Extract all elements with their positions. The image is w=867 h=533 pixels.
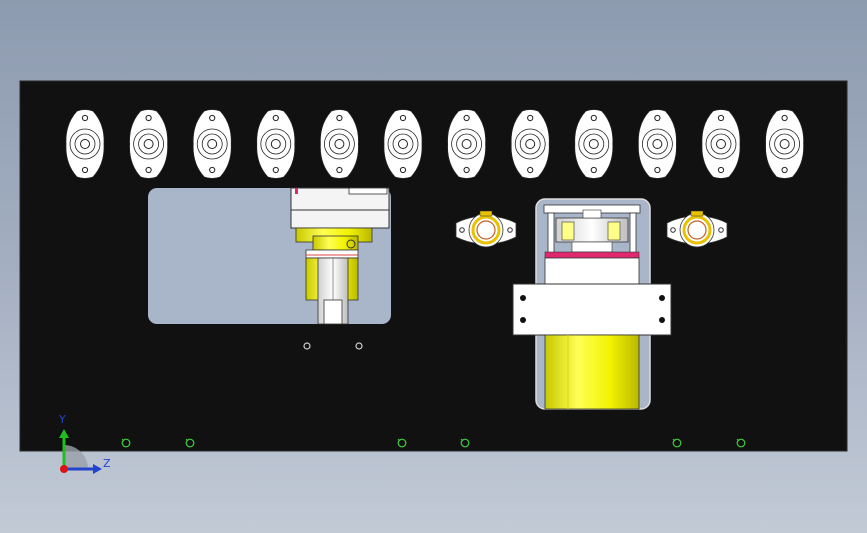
pillow-bearing <box>65 109 105 179</box>
actuator-top-block <box>544 257 640 287</box>
pillow-bearing <box>383 109 423 179</box>
triad-y-label: Y <box>59 413 66 426</box>
flange-bearing <box>666 210 728 248</box>
pillow-bearing <box>765 109 805 179</box>
pillow-bearing <box>192 109 232 179</box>
slide-carriage <box>290 187 390 229</box>
actuator-assembly[interactable] <box>512 198 672 410</box>
screw <box>672 438 682 448</box>
linear-slide-assembly[interactable] <box>290 187 390 350</box>
flange-bearing <box>455 210 517 248</box>
actuator-pink-band <box>544 251 640 259</box>
pillow-bearing <box>256 109 296 179</box>
triad-z-label: Z <box>103 457 111 470</box>
triad-quarter-disc <box>64 445 88 469</box>
bearing-row <box>65 109 805 179</box>
screw <box>121 438 131 448</box>
pillow-bearing <box>637 109 677 179</box>
screw <box>397 438 407 448</box>
screw <box>736 438 746 448</box>
pillow-bearing <box>510 109 550 179</box>
pillow-bearing <box>447 109 487 179</box>
orientation-triad[interactable] <box>59 429 102 474</box>
screw <box>460 438 470 448</box>
pillow-bearing <box>319 109 359 179</box>
flange-bearing-row <box>455 210 728 248</box>
screw <box>185 438 195 448</box>
screw-row <box>121 438 746 448</box>
actuator-mounting-plate <box>512 283 672 336</box>
slide-fastener <box>355 342 363 350</box>
pillow-bearing <box>701 109 741 179</box>
triad-origin <box>60 465 68 473</box>
pillow-bearing <box>574 109 614 179</box>
slide-fastener <box>303 342 311 350</box>
actuator-yellow-cylinder <box>544 334 640 410</box>
pillow-bearing <box>129 109 169 179</box>
